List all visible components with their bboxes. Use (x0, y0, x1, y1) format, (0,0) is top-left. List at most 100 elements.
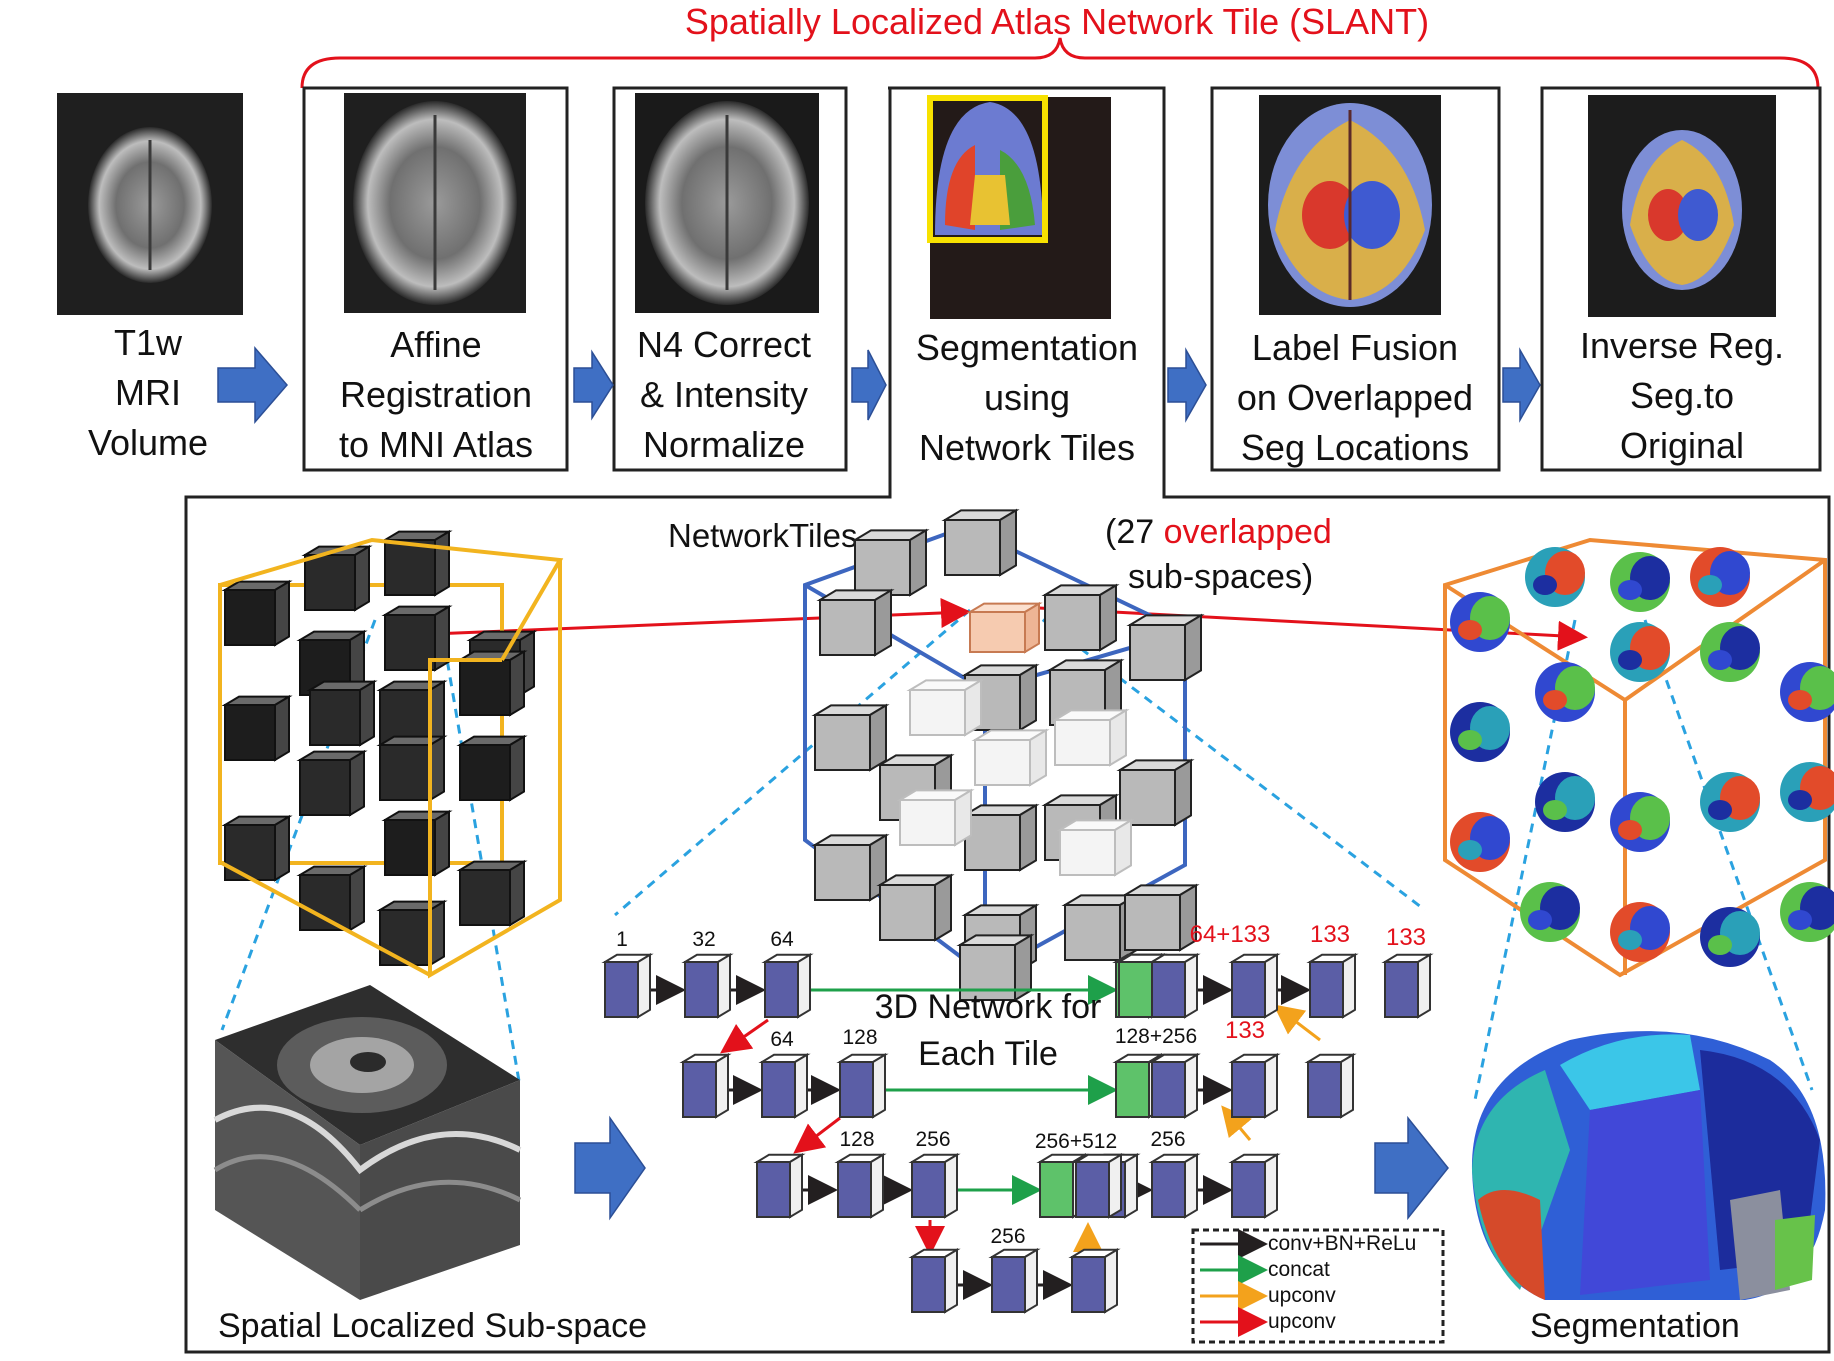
conv-block (1304, 1053, 1357, 1119)
conv-block (1381, 953, 1434, 1019)
network-tile-faded (1056, 818, 1135, 877)
segmented-tile (1525, 547, 1585, 607)
segmentation-tile-image (927, 95, 1111, 319)
ch-c2: 32 (692, 928, 715, 951)
segmented-tile (1780, 662, 1834, 722)
network-tile-faded (1051, 708, 1130, 767)
conv-block (908, 1248, 961, 1314)
unet-channel-labels: 1 32 64 64 128 128 256 256 256+512 256 1… (616, 921, 1426, 1248)
conv-block (758, 1053, 811, 1119)
legend-label: conv+BN+ReLu (1268, 1232, 1416, 1255)
step-label-inverse: Inverse Reg. Seg.to Original (1580, 325, 1784, 466)
svg-text:Each Tile: Each Tile (918, 1035, 1058, 1073)
network-tile-highlight (966, 601, 1043, 654)
segmented-tile (1610, 902, 1670, 962)
mri-tile (221, 579, 293, 647)
svg-text:Seg.to: Seg.to (1630, 375, 1734, 416)
svg-text:Original: Original (1620, 425, 1744, 466)
conv-block (1228, 1153, 1281, 1219)
downsample-arrow (793, 1116, 841, 1154)
segmented-tile (1700, 622, 1760, 682)
flow-arrow-1 (217, 345, 288, 425)
upconv-arrow (1221, 1105, 1252, 1141)
conv-block (1148, 1053, 1201, 1119)
flow-arrows (217, 345, 1541, 1221)
conv-block (908, 1153, 961, 1219)
ch-l1a: 64 (770, 1028, 794, 1051)
network-tile (961, 803, 1040, 872)
ch-m1b: 133 (1310, 921, 1350, 948)
svg-text:Registration: Registration (340, 374, 532, 415)
flow-arrow-2 (573, 349, 614, 421)
network-tile (811, 833, 890, 902)
ch-m1c: 133 (1386, 924, 1426, 951)
ch-m1: 64+133 (1190, 921, 1271, 948)
overlap-note-line2: sub-spaces) (1128, 558, 1313, 596)
flow-arrow-3 (851, 349, 887, 421)
downsample-arrow (720, 1018, 769, 1054)
conv-block (836, 1053, 889, 1119)
overlap-note-line1: (27 overlapped (1105, 513, 1332, 551)
svg-text:Volume: Volume (88, 422, 208, 463)
segmented-tile (1450, 812, 1510, 872)
legend-label: upconv (1268, 1310, 1336, 1333)
segmentation-label: Segmentation (1530, 1307, 1740, 1345)
unet-diagram: 1 32 64 64 128 128 256 256 256+512 256 1… (601, 921, 1445, 1344)
diagram-title: Spatially Localized Atlas Network Tile (… (685, 1, 1429, 42)
flow-arrow-segmentation (1374, 1115, 1449, 1221)
mri-tile (296, 749, 368, 817)
ch-l3: 256 (990, 1225, 1025, 1248)
conv-block (753, 1153, 806, 1219)
segmented-tile (1520, 882, 1580, 942)
segmented-tile (1780, 882, 1834, 942)
conv-block (1228, 953, 1281, 1019)
mri-tile (221, 694, 293, 762)
segmentation-render (1471, 1031, 1826, 1300)
conv-block (761, 953, 814, 1019)
mri-tile (301, 544, 373, 612)
svg-text:Segmentation: Segmentation (916, 327, 1138, 368)
svg-text:Network Tiles: Network Tiles (919, 427, 1135, 468)
segmented-tile (1690, 547, 1750, 607)
segmented-tile (1535, 662, 1595, 722)
step-label-label-fusion: Label Fusion on Overlapped Seg Locations (1237, 327, 1473, 468)
step-label-mri: T1w MRI Volume (88, 322, 208, 463)
affine-registration-image (344, 93, 526, 313)
subspace-image (213, 985, 522, 1300)
network-tile-faded (896, 788, 975, 847)
mri-tile (381, 604, 453, 672)
conv-block (681, 953, 734, 1019)
network-tiles-label: NetworkTiles (668, 517, 857, 554)
network-tile (1041, 583, 1120, 652)
svg-text:MRI: MRI (115, 372, 181, 413)
network-tile (1126, 613, 1205, 682)
segmented-tile (1535, 772, 1595, 832)
step-label-segmentation: Segmentation using Network Tiles (916, 327, 1138, 468)
mri-tile (456, 734, 528, 802)
mri-tile (456, 859, 528, 927)
svg-text:using: using (984, 377, 1070, 418)
network-tile-faded (906, 678, 985, 737)
legend-label: upconv (1268, 1284, 1336, 1307)
segmentation-tiles-cube (1443, 537, 1834, 978)
network-tile-faded (971, 728, 1050, 787)
conv-block (1148, 953, 1201, 1019)
network-tile (1116, 758, 1195, 827)
conv-block (679, 1053, 732, 1119)
svg-text:3D Network for: 3D Network for (875, 988, 1102, 1026)
ch-m3: 256+512 (1035, 1130, 1117, 1153)
mri-subspace-cube (218, 529, 564, 979)
flow-arrow-4 (1167, 347, 1207, 423)
svg-text:& Intensity: & Intensity (640, 374, 808, 415)
step-label-n4: N4 Correct & Intensity Normalize (637, 324, 811, 465)
flow-arrow-subspace (574, 1115, 646, 1221)
network-tiles-cube (803, 508, 1205, 1002)
step-label-affine: Affine Registration to MNI Atlas (339, 324, 533, 465)
svg-text:T1w: T1w (114, 322, 183, 363)
network-tile (1121, 883, 1200, 952)
svg-text:N4 Correct: N4 Correct (637, 324, 811, 365)
mri-tile (221, 814, 293, 882)
conv-block (1148, 1153, 1201, 1219)
ch-l2a: 128 (839, 1128, 874, 1151)
